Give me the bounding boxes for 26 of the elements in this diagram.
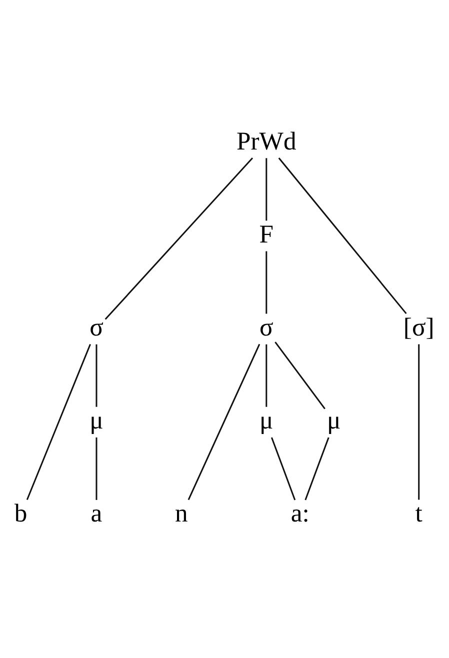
connector <box>96 437 98 500</box>
node-text: t <box>415 498 422 528</box>
connector <box>96 344 98 407</box>
connector <box>266 158 268 221</box>
node-text: F <box>259 219 274 248</box>
connector <box>266 251 268 314</box>
connector <box>266 344 268 407</box>
node-text: σ <box>90 312 104 342</box>
connector <box>304 437 330 500</box>
connector <box>274 342 326 410</box>
node-text: b <box>14 498 28 528</box>
node-text: μ <box>327 406 341 435</box>
node-text: a <box>90 498 102 528</box>
node-text: a: <box>290 498 310 528</box>
connector <box>270 437 296 500</box>
node-text: σ <box>260 312 274 342</box>
node-text: μ <box>90 406 104 435</box>
connector <box>278 158 407 314</box>
node-text: [σ] <box>403 312 434 342</box>
connector <box>418 344 420 500</box>
connector <box>188 344 260 500</box>
node-text: n <box>175 498 188 528</box>
node-text: PrWd <box>236 126 296 156</box>
connector <box>104 158 254 320</box>
node-text: μ <box>260 406 274 435</box>
connector <box>26 344 91 500</box>
